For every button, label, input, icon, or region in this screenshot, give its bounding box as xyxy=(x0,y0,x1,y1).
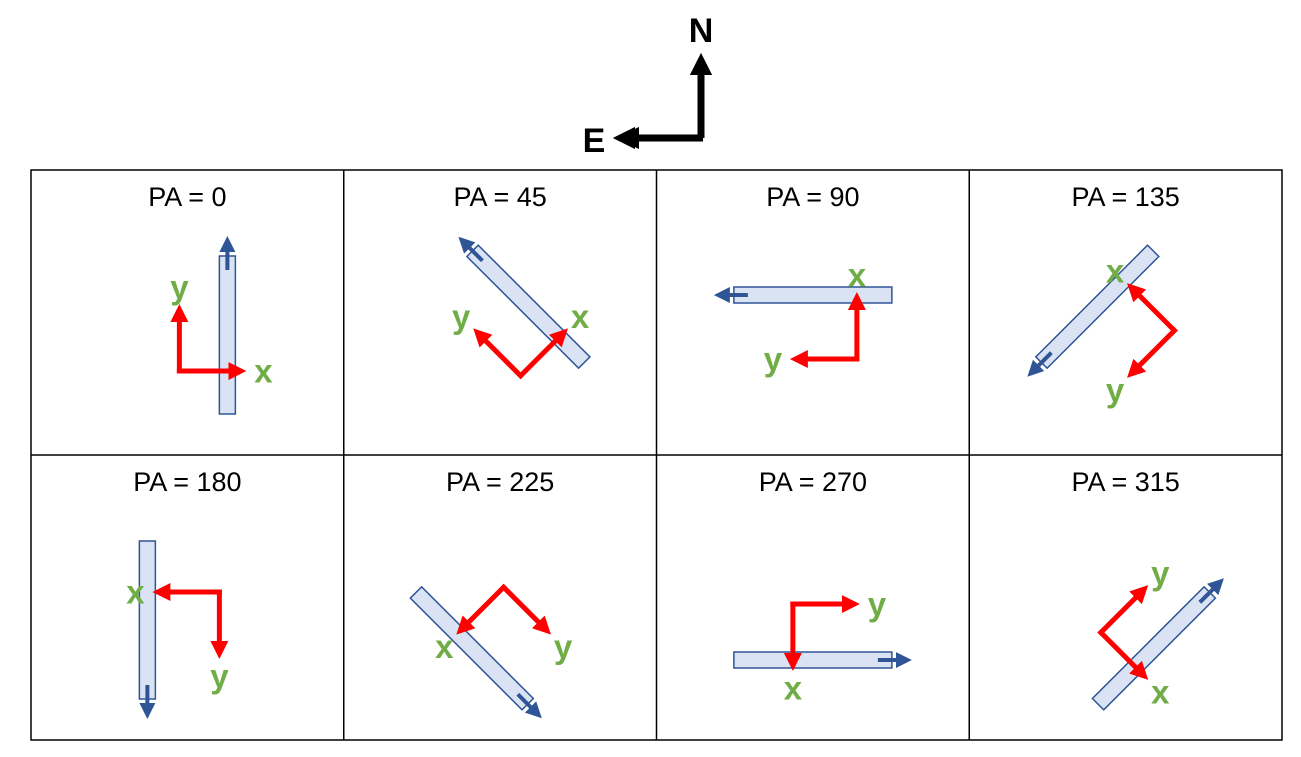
detector-axes: xy xyxy=(1097,555,1170,710)
slit-rectangle xyxy=(218,255,237,415)
x-axis-arrow xyxy=(456,583,508,635)
y-axis-arrow xyxy=(1127,326,1178,378)
slit xyxy=(1091,578,1224,711)
x-axis-label: x xyxy=(784,670,803,707)
compass-east-label: E xyxy=(583,122,606,160)
slit-direction-arrow xyxy=(458,236,484,263)
slit-rectangle xyxy=(733,651,893,669)
panel-label: PA = 270 xyxy=(759,467,867,497)
detector-axes: xy xyxy=(126,574,229,695)
panel-label: PA = 225 xyxy=(446,467,554,497)
compass-arrows xyxy=(628,68,705,138)
panel-label: PA = 90 xyxy=(766,182,859,212)
detector-axes: xy xyxy=(764,257,867,378)
x-axis-arrow xyxy=(1097,628,1149,680)
y-axis-arrow xyxy=(473,328,525,380)
x-axis-label: x xyxy=(1151,673,1170,710)
compass-north-label: N xyxy=(689,12,714,50)
slit xyxy=(138,540,157,719)
y-axis-label: y xyxy=(452,298,471,335)
x-axis-label: x xyxy=(254,353,273,390)
x-axis-label: x xyxy=(1106,253,1125,290)
x-axis-arrow xyxy=(517,328,568,380)
panel-label: PA = 45 xyxy=(453,182,546,212)
y-axis-label: y xyxy=(210,658,229,695)
compass: N E xyxy=(583,12,714,160)
x-axis-label: x xyxy=(571,298,590,335)
detector-axes: xy xyxy=(170,269,273,390)
detector-axes: xy xyxy=(784,586,887,707)
x-axis-label: x xyxy=(126,574,145,611)
y-axis-arrow xyxy=(1097,585,1149,637)
x-axis-arrow xyxy=(1127,283,1178,335)
panel-label: PA = 0 xyxy=(148,182,226,212)
x-axis-label: x xyxy=(848,257,867,294)
y-axis-arrow xyxy=(500,583,552,635)
detector-axes: xy xyxy=(452,298,590,380)
y-axis-label: y xyxy=(868,586,887,623)
slit-rectangle xyxy=(1034,244,1160,370)
slit xyxy=(733,651,912,669)
x-axis-label: x xyxy=(435,628,454,665)
y-axis-label: y xyxy=(1151,555,1170,592)
y-axis-label: y xyxy=(170,269,189,306)
panel-label: PA = 315 xyxy=(1071,467,1179,497)
slit xyxy=(1027,244,1160,377)
slit xyxy=(409,585,542,719)
panel-grid xyxy=(30,169,1283,741)
panel-label: PA = 135 xyxy=(1071,182,1179,212)
y-axis-label: y xyxy=(554,628,573,665)
y-axis-label: y xyxy=(764,341,783,378)
slit-rectangle xyxy=(138,540,157,700)
y-axis-label: y xyxy=(1106,371,1125,408)
slit-direction-arrow xyxy=(1027,351,1053,377)
panel-label: PA = 180 xyxy=(133,467,241,497)
slit-direction-arrow xyxy=(1198,578,1224,604)
slit xyxy=(218,236,237,415)
slit xyxy=(713,286,893,304)
slit-rectangle xyxy=(733,286,893,304)
slit-rectangle xyxy=(409,585,535,711)
panel-pa-0: PA = 0xy xyxy=(148,182,273,415)
detector-axes: xy xyxy=(1106,253,1178,408)
slit-direction-arrow xyxy=(516,692,542,719)
